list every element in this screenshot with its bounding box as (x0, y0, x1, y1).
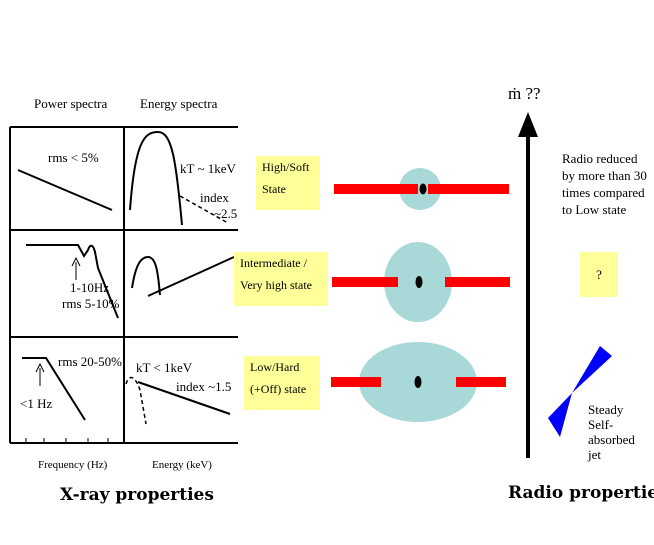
state-label-low-hard-1: Low/Hard (250, 360, 300, 374)
geometry-high-soft (334, 168, 509, 210)
state-box-high-soft: High/Soft State (256, 156, 320, 210)
jet-bowtie-icon (548, 346, 612, 437)
energy-axis-label: Energy (keV) (152, 459, 212, 471)
frequency-ticks (25, 438, 109, 443)
energy-dashed-thermal-low-hard (125, 376, 147, 425)
jet-note-line-3: absorbed (588, 432, 635, 447)
state-label-high-soft-2: State (262, 182, 286, 196)
rms-label-high-soft: rms < 5% (48, 150, 99, 165)
frequency-axis-label: Frequency (Hz) (38, 459, 108, 471)
mdot-arrow-head-icon (518, 112, 538, 137)
jet-note-line-2: Self- (588, 417, 614, 432)
rms-label-low-hard: rms 20-50% (58, 354, 122, 369)
energy-spectrum-high-soft (129, 130, 183, 226)
kt-label-high-soft: kT ~ 1keV (180, 161, 236, 176)
index-value-high-soft: ~2.5 (214, 206, 238, 221)
state-label-intermediate-2: Very high state (240, 278, 312, 292)
freq-label-low-hard: <1 Hz (20, 396, 53, 411)
jet-note-line-4: jet (588, 447, 601, 462)
energy-powerlaw-high-soft (179, 195, 229, 224)
rms-label-intermediate: rms 5-10% (62, 296, 120, 311)
jet-note-line-1: Steady (588, 402, 624, 417)
power-spectrum-high-soft (17, 169, 113, 211)
index-label-low-hard: index ~1.5 (176, 379, 232, 394)
jet-note: Steady Self- absorbed jet (588, 402, 635, 462)
state-label-intermediate-1: Intermediate / (240, 256, 307, 270)
energy-powerlaw-low-hard (137, 381, 231, 415)
table-grid (9, 126, 238, 444)
state-box-intermediate: Intermediate / Very high state (234, 252, 328, 306)
radio-note-high-soft: Radio reduced by more than 30 times comp… (562, 150, 647, 218)
energy-spectrum-intermediate (131, 255, 161, 296)
power-spectra-header: Power spectra (34, 96, 108, 111)
geometry-intermediate (332, 242, 510, 322)
freq-label-intermediate: 1-10Hz (70, 280, 109, 295)
radio-note-line-4: to Low state (562, 202, 627, 217)
state-label-low-hard-2: (+Off) state (250, 382, 307, 396)
state-label-high-soft-1: High/Soft (262, 160, 310, 174)
index-label-high-soft: index (200, 190, 229, 205)
power-spectrum-intermediate (26, 244, 119, 319)
radio-properties-title: Radio properties (508, 483, 654, 503)
geometry-low-hard (331, 342, 506, 422)
energy-spectra-header: Energy spectra (140, 96, 218, 111)
state-box-low-hard: Low/Hard (+Off) state (244, 356, 320, 410)
radio-note-line-3: times compared (562, 185, 645, 200)
kt-label-low-hard: kT < 1keV (136, 360, 193, 375)
radio-unknown-box: ? (580, 252, 618, 297)
radio-note-line-1: Radio reduced (562, 151, 638, 166)
power-spectrum-low-hard (22, 357, 86, 421)
mdot-label: ṁ ?? (508, 84, 541, 103)
radio-note-line-2: by more than 30 (562, 168, 647, 183)
energy-powerlaw-intermediate (147, 256, 235, 297)
xray-properties-title: X-ray properties (60, 485, 214, 505)
